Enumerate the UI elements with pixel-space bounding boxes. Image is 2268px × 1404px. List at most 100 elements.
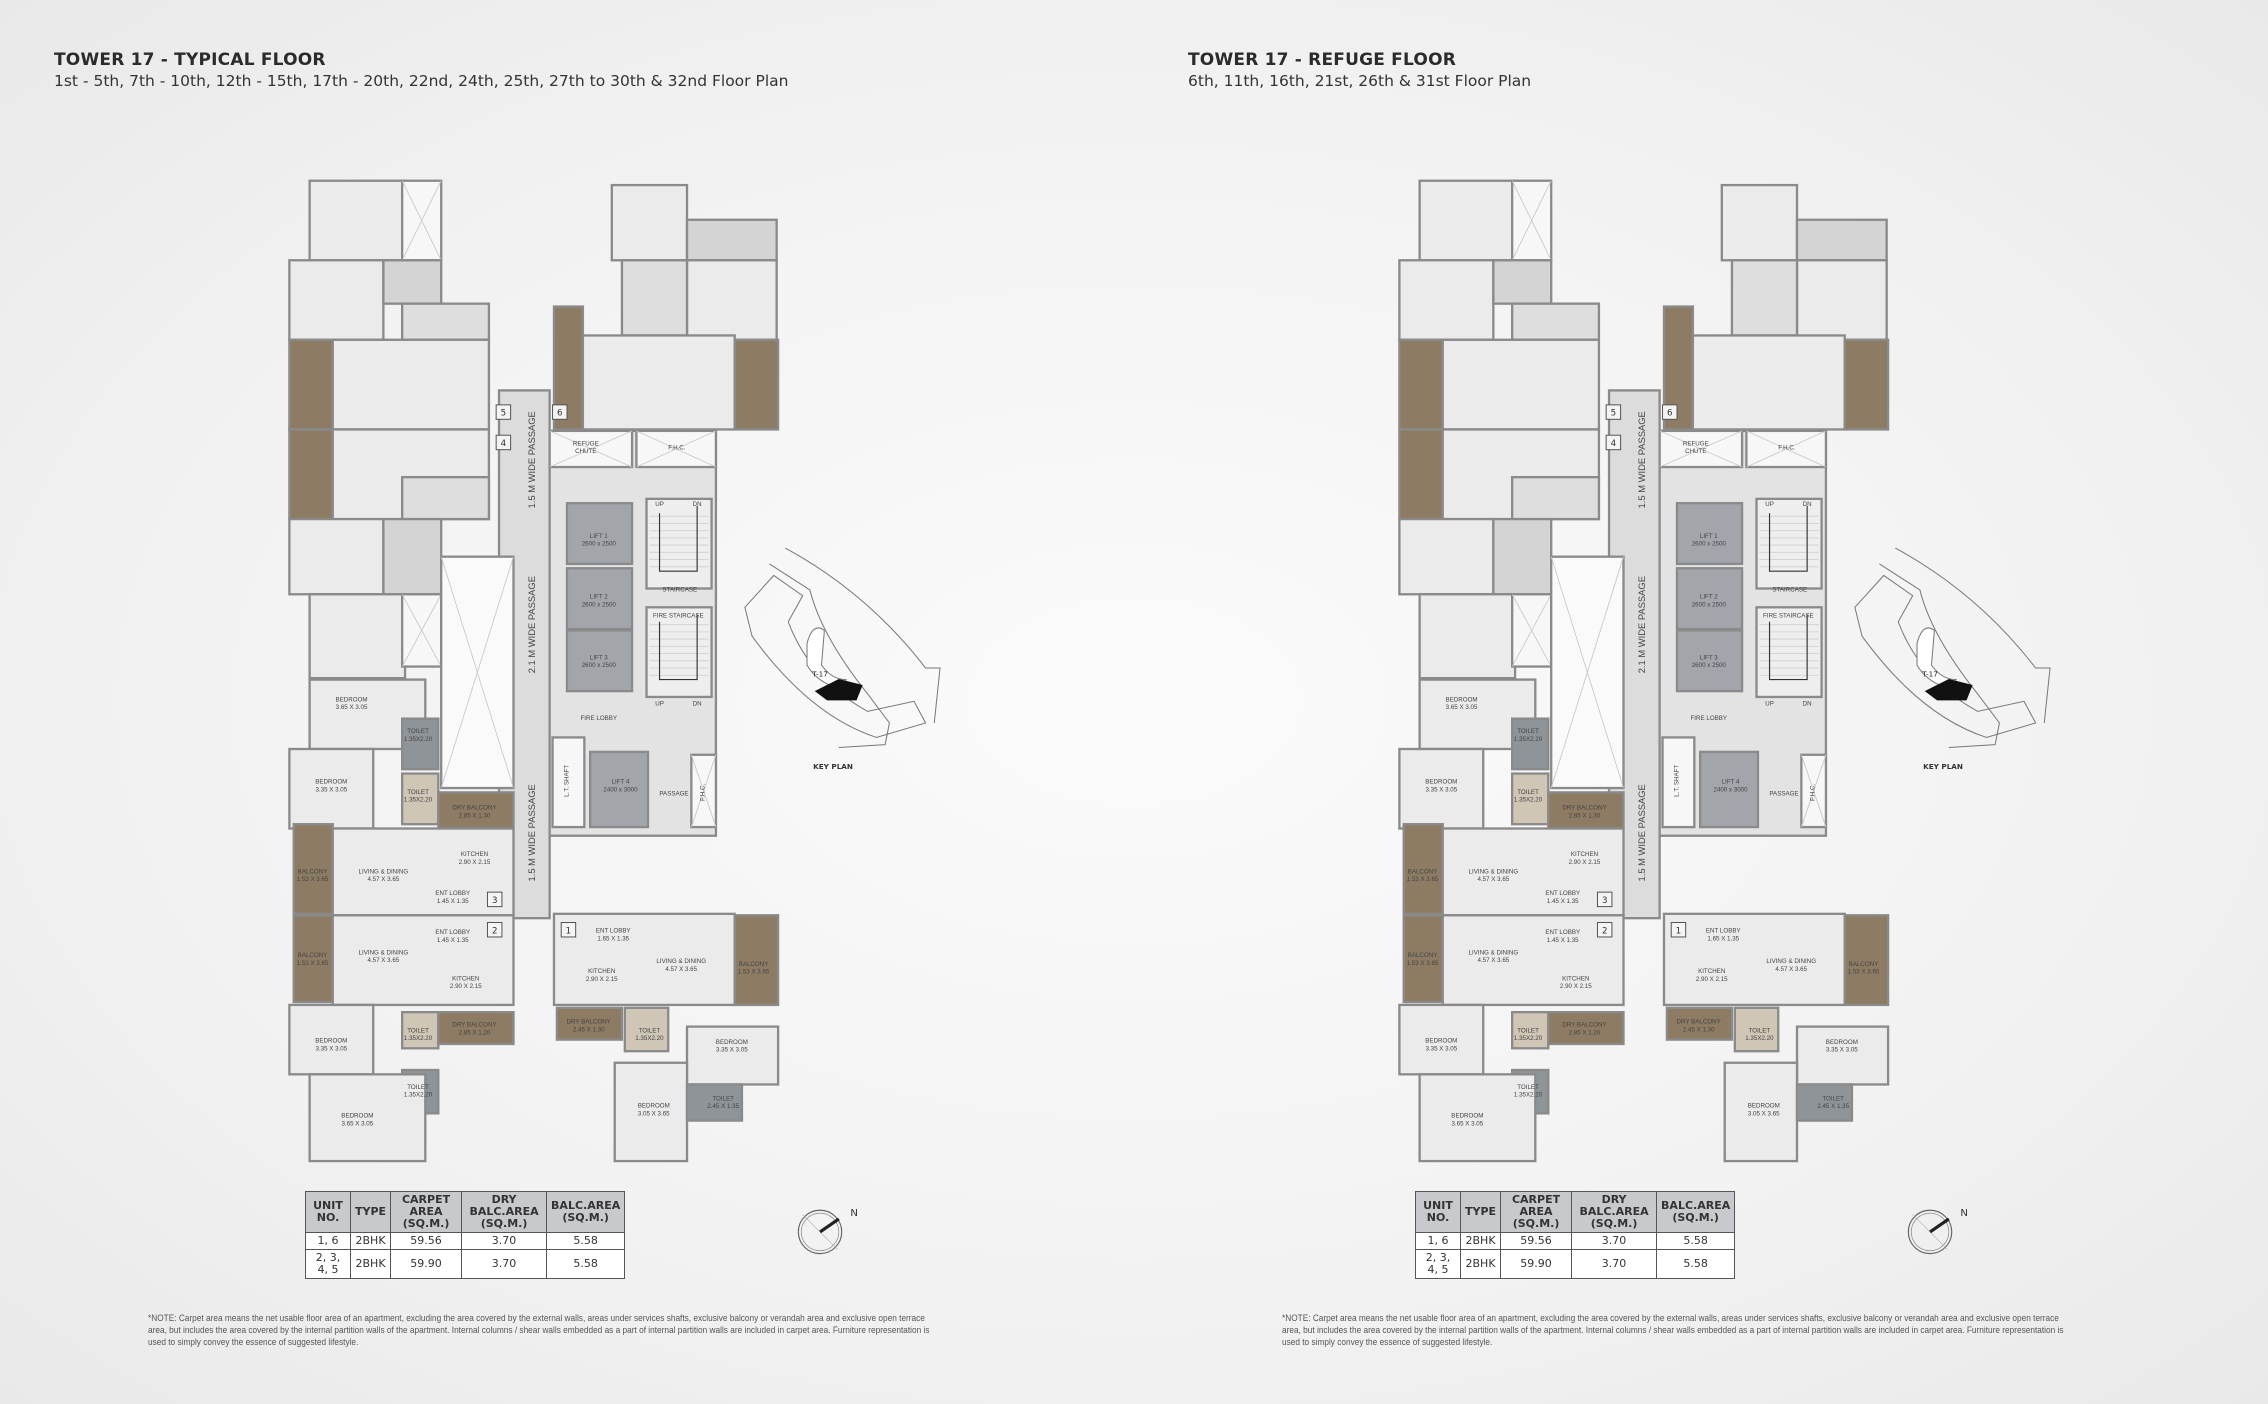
room-label-line: BALCONY bbox=[739, 961, 769, 968]
fire-staircase bbox=[1755, 606, 1823, 699]
room-label-line: ENT LOBBY bbox=[596, 928, 631, 935]
table-cell: 2BHK bbox=[1459, 1232, 1502, 1250]
core-label-line: LIFT 4 bbox=[612, 779, 630, 786]
unit-number-box bbox=[486, 891, 503, 908]
room-label-line: BALCONY bbox=[1849, 961, 1879, 968]
room-label-line: 3.35 X 3.05 bbox=[1425, 786, 1457, 793]
site-boundary bbox=[1879, 547, 2051, 749]
cross-line bbox=[1511, 180, 1552, 261]
north-arrow-icon: N bbox=[1907, 1208, 1968, 1255]
bedroom bbox=[288, 259, 385, 341]
carpet-area-note: *NOTE: Carpet area means the net usable … bbox=[1282, 1313, 2064, 1347]
cross-line bbox=[636, 430, 717, 468]
room-label-line: KITCHEN bbox=[1571, 851, 1598, 858]
unit-number: 5 bbox=[1611, 409, 1617, 419]
panel-title: TOWER 17 - REFUGE FLOOR bbox=[1188, 50, 1457, 70]
bedroom bbox=[288, 747, 375, 830]
room-label-line: BEDROOM bbox=[1446, 696, 1478, 703]
unit-number-box bbox=[1605, 404, 1622, 420]
room-label-line: TOILET bbox=[407, 789, 429, 796]
room-label-line: 1.65 X 1.35 bbox=[1707, 935, 1739, 942]
table-cell: 5.58 bbox=[546, 1249, 626, 1279]
room-label-line: 2.90 X 2.15 bbox=[1696, 976, 1728, 983]
room-label-line: 2.90 X 2.15 bbox=[1569, 859, 1601, 866]
room-label-line: 1.53 X 3.65 bbox=[738, 969, 770, 976]
core-label-line: F.H.C. bbox=[668, 445, 686, 452]
room-label-line: 1.53 X 3.65 bbox=[297, 960, 329, 967]
passage-label: L.T. SHAFT bbox=[1673, 765, 1680, 797]
core-label: F.H.C. bbox=[1778, 445, 1796, 452]
column-header: DRY BALC.AREA (SQ.M.) bbox=[461, 1191, 548, 1233]
core-label-line: FIRE LOBBY bbox=[581, 715, 618, 722]
table-cell: 59.90 bbox=[1500, 1249, 1573, 1279]
column-header: BALC.AREA (SQ.M.) bbox=[546, 1191, 626, 1233]
room-label-line: BEDROOM bbox=[315, 779, 347, 786]
room-label-line: 3.35 X 3.05 bbox=[716, 1047, 748, 1054]
unit-number: 2 bbox=[1602, 926, 1608, 936]
table-cell: 3.70 bbox=[1571, 1232, 1658, 1250]
balcony bbox=[292, 823, 334, 915]
room-label-line: ENT LOBBY bbox=[1545, 929, 1580, 936]
toilet bbox=[1511, 717, 1550, 771]
bedroom bbox=[1418, 1073, 1537, 1163]
room-label-line: 4.57 X 3.65 bbox=[1477, 957, 1509, 964]
bedroom bbox=[288, 517, 385, 596]
column-header: BALC.AREA (SQ.M.) bbox=[1656, 1191, 1736, 1233]
core-label-line: DN bbox=[693, 701, 702, 708]
room-label-line: 3.35 X 3.05 bbox=[315, 1045, 347, 1052]
bedroom bbox=[1398, 259, 1495, 341]
room-label-line: 3.65 X 3.05 bbox=[336, 704, 368, 711]
core-label-line: STAIRCASE bbox=[1772, 586, 1807, 593]
room-label-line: TOILET bbox=[1822, 1095, 1844, 1102]
panel-title: TOWER 17 - TYPICAL FLOOR bbox=[54, 50, 326, 70]
kitchen bbox=[1511, 302, 1601, 341]
core-label-line: CHUTE bbox=[575, 448, 596, 455]
unit-number: 6 bbox=[1667, 409, 1673, 419]
room-label-line: 3.35 X 3.05 bbox=[315, 786, 347, 793]
bedroom bbox=[308, 179, 407, 262]
living-dining bbox=[581, 334, 736, 431]
core-label-line: 2600 x 2500 bbox=[1692, 662, 1727, 669]
toilet bbox=[685, 1083, 744, 1122]
room-label-line: 1.35X2.20 bbox=[404, 1035, 433, 1042]
core-label: DN bbox=[693, 501, 702, 508]
unit-number: 5 bbox=[501, 409, 507, 419]
toilet bbox=[685, 218, 778, 262]
room-label-line: KITCHEN bbox=[452, 975, 479, 982]
cross-line bbox=[1800, 754, 1827, 828]
core-label-line: UP bbox=[655, 501, 664, 508]
compass-ring bbox=[800, 1212, 840, 1252]
lift bbox=[1675, 502, 1744, 566]
room-label-line: BEDROOM bbox=[341, 1113, 373, 1120]
landscape-outline bbox=[1916, 627, 1958, 689]
room-label-line: 4.57 X 3.65 bbox=[665, 966, 697, 973]
room-label-line: 2.90 X 2.15 bbox=[450, 983, 482, 990]
core-label-line: PASSAGE bbox=[659, 790, 688, 797]
room-label-line: ENT LOBBY bbox=[1706, 928, 1741, 935]
core-label-line: REFUGE bbox=[573, 440, 599, 447]
staircase bbox=[1755, 497, 1823, 590]
panel-subtitle: 1st - 5th, 7th - 10th, 12th - 15th, 17th… bbox=[54, 72, 789, 90]
unit-number: 1 bbox=[566, 926, 572, 936]
bedroom bbox=[308, 1073, 427, 1163]
balcony bbox=[288, 428, 334, 521]
core-label: F.H.C. bbox=[668, 445, 686, 452]
balcony bbox=[292, 914, 334, 1004]
living-dining bbox=[1691, 334, 1846, 431]
core-label: UP bbox=[655, 501, 664, 508]
site-road bbox=[1854, 574, 2037, 738]
